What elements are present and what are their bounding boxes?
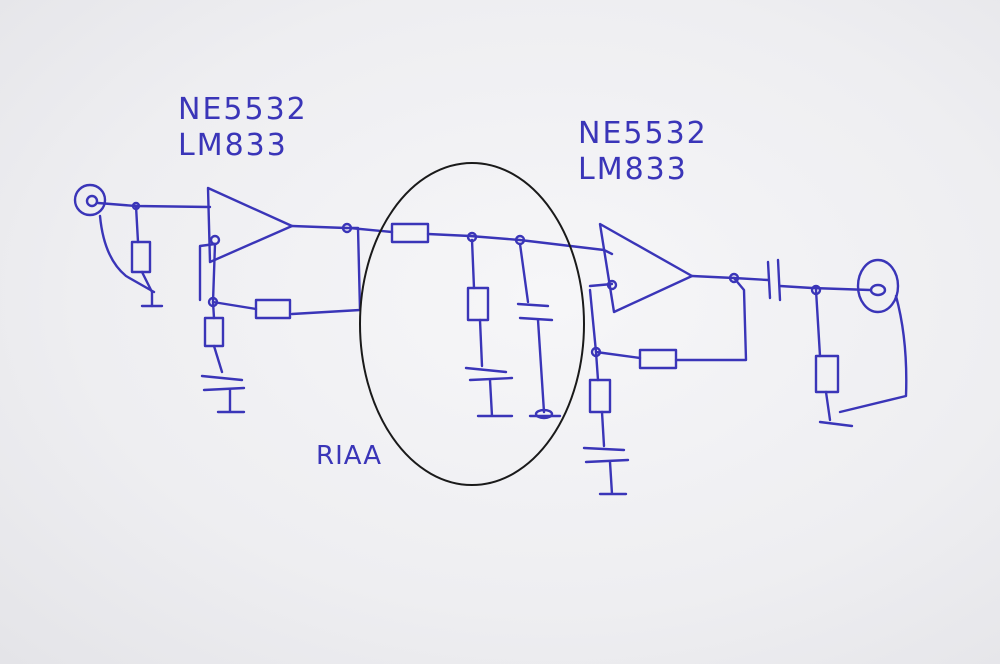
input-node-dot bbox=[131, 201, 141, 211]
opamp-2-ground-wire bbox=[598, 460, 628, 496]
opamp-2-gain-cap-wire bbox=[600, 410, 606, 448]
opamp-2-symbol bbox=[598, 222, 694, 314]
opamp-2-model-line-1: NE5532 bbox=[578, 116, 708, 151]
opamp-1-inverting-node bbox=[209, 234, 221, 246]
input-jack-icon bbox=[73, 183, 107, 217]
output-load-ground-wire bbox=[818, 390, 854, 428]
output-coupling-wire bbox=[778, 284, 872, 292]
output-load-resistor bbox=[814, 354, 840, 394]
opamp-2-gain-capacitor bbox=[582, 446, 630, 464]
opamp-1-ground-wire bbox=[216, 388, 246, 414]
riaa-series-resistor bbox=[390, 222, 430, 244]
opamp-1-gain-wire bbox=[211, 300, 216, 320]
riaa-label: RIAA bbox=[316, 441, 383, 471]
opamp-1-feedback-to-inverting-wire bbox=[198, 242, 258, 311]
opamp-1-output-wire bbox=[290, 224, 348, 230]
riaa-branch-1-capacitor bbox=[464, 366, 514, 382]
opamp-2-noninverting-wire bbox=[602, 248, 614, 256]
riaa-input-wire bbox=[348, 226, 394, 234]
output-load-wire bbox=[814, 288, 822, 358]
opamp-2-gain-resistor bbox=[588, 378, 612, 414]
opamp-1-model-line-2: LM833 bbox=[178, 128, 288, 163]
riaa-series-wire bbox=[426, 232, 606, 252]
input-wire bbox=[96, 201, 212, 209]
riaa-branch-2-wire bbox=[518, 242, 530, 304]
riaa-branch-2-ground-blob bbox=[534, 408, 554, 420]
opamp-1-gain-resistor bbox=[203, 316, 225, 348]
output-jack-ground-wire bbox=[838, 294, 908, 414]
input-load-resistor bbox=[130, 240, 152, 274]
opamp-1-gain-capacitor bbox=[200, 374, 246, 392]
riaa-branch-1-wire bbox=[470, 238, 476, 290]
riaa-branch-1-cap-wire bbox=[478, 318, 484, 368]
opamp-2-gain-wire bbox=[594, 350, 600, 382]
output-jack-icon bbox=[856, 258, 900, 314]
riaa-branch-2-capacitor bbox=[516, 302, 554, 322]
opamp-1-gain-cap-wire bbox=[212, 344, 224, 374]
opamp-1-model-line-1: NE5532 bbox=[178, 92, 308, 127]
opamp-2-feedback-wire bbox=[674, 276, 748, 362]
opamp-1-feedback-wire bbox=[290, 226, 362, 316]
input-load-resistor-ground-wire bbox=[140, 270, 154, 308]
opamp-1-model-label: NE5532 LM833 bbox=[178, 92, 308, 164]
opamp-1-feedback-resistor bbox=[254, 298, 292, 320]
riaa-highlight-ellipse bbox=[359, 162, 585, 486]
riaa-branch-1-resistor bbox=[466, 286, 490, 322]
opamp-2-model-line-2: LM833 bbox=[578, 152, 688, 187]
opamp-2-output-node bbox=[728, 272, 740, 284]
input-ground-wire bbox=[98, 214, 156, 294]
riaa-branch-1-ground-wire bbox=[476, 378, 514, 418]
opamp-2-model-label: NE5532 LM833 bbox=[578, 116, 708, 188]
opamp-1-symbol bbox=[206, 186, 294, 264]
opamp-2-inverting-node bbox=[606, 279, 618, 291]
opamp-2-feedback-resistor bbox=[638, 348, 678, 370]
output-coupling-capacitor bbox=[766, 258, 782, 302]
riaa-branch-2-ground-wire bbox=[528, 318, 562, 418]
input-load-resistor-wire bbox=[134, 204, 140, 244]
